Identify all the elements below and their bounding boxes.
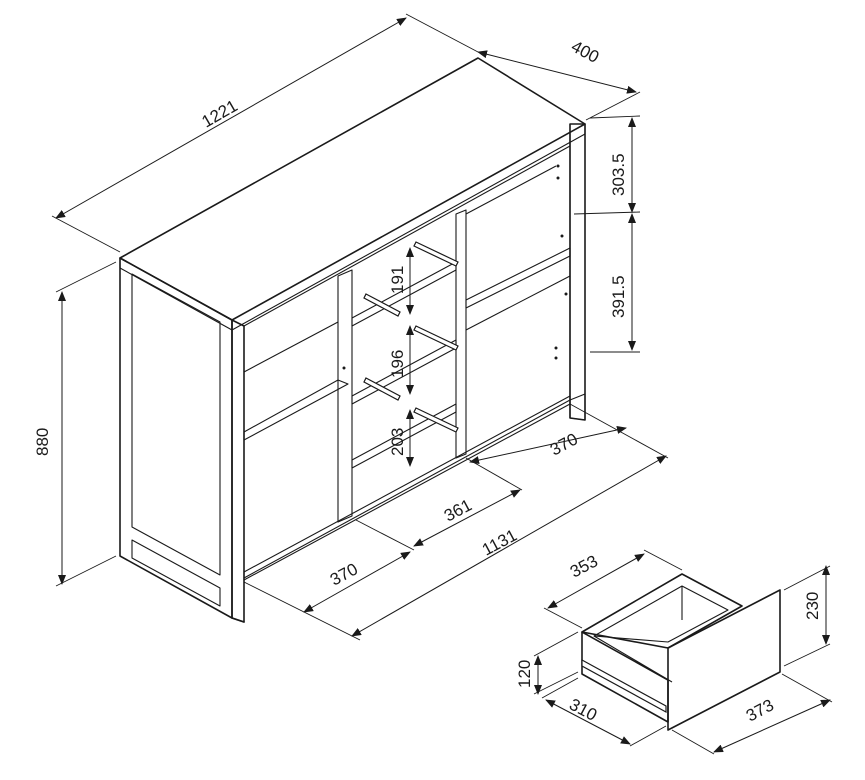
label-left-bay: 370 bbox=[327, 559, 361, 589]
label-shelf-upper: 303.5 bbox=[609, 153, 628, 196]
divider-left bbox=[337, 269, 353, 523]
drawer-runner bbox=[581, 658, 667, 714]
label-right-bay: 370 bbox=[547, 429, 581, 459]
label-drawer-gap-2: 196 bbox=[388, 350, 407, 378]
drawer-rail-top bbox=[351, 261, 457, 327]
dimension-labels: 1221 400 880 303.5 391.5 191 196 203 370… bbox=[33, 37, 822, 726]
label-drawer-gap-3: 203 bbox=[388, 428, 407, 456]
bottom-panel bbox=[243, 395, 571, 581]
label-total-width: 1221 bbox=[199, 96, 241, 131]
right-side-panel bbox=[569, 123, 586, 421]
label-shelf-lower: 391.5 bbox=[609, 275, 628, 318]
left-side-inner-frame bbox=[131, 273, 221, 576]
slide-3 bbox=[413, 325, 459, 351]
drawer-inner bbox=[593, 585, 729, 643]
label-drawer-side-height: 120 bbox=[515, 660, 534, 688]
divider-right bbox=[455, 209, 467, 459]
label-drawer-depth: 310 bbox=[566, 695, 600, 725]
label-inner-width: 1131 bbox=[479, 526, 520, 560]
label-middle-bay: 361 bbox=[441, 495, 475, 525]
slide-2 bbox=[363, 293, 401, 317]
label-drawer-gap-1: 191 bbox=[388, 266, 407, 294]
label-depth: 400 bbox=[568, 37, 602, 67]
dimension-lines bbox=[51, 13, 669, 641]
drawer-box-top bbox=[581, 573, 743, 649]
front-left-post bbox=[231, 319, 245, 623]
label-drawer-height: 230 bbox=[803, 592, 822, 620]
slide-4 bbox=[363, 377, 401, 401]
right-shelf-upper bbox=[465, 247, 571, 309]
slide-1 bbox=[413, 241, 459, 267]
shelf-pin-holes bbox=[342, 164, 568, 370]
slide-5 bbox=[413, 407, 459, 433]
drawer-detail bbox=[533, 549, 833, 755]
label-drawer-width: 353 bbox=[567, 551, 601, 581]
right-leg bbox=[569, 393, 586, 421]
label-drawer-front-width: 373 bbox=[743, 695, 777, 725]
left-shelf bbox=[243, 379, 349, 441]
drawer-front bbox=[667, 589, 781, 731]
label-height: 880 bbox=[33, 428, 52, 456]
